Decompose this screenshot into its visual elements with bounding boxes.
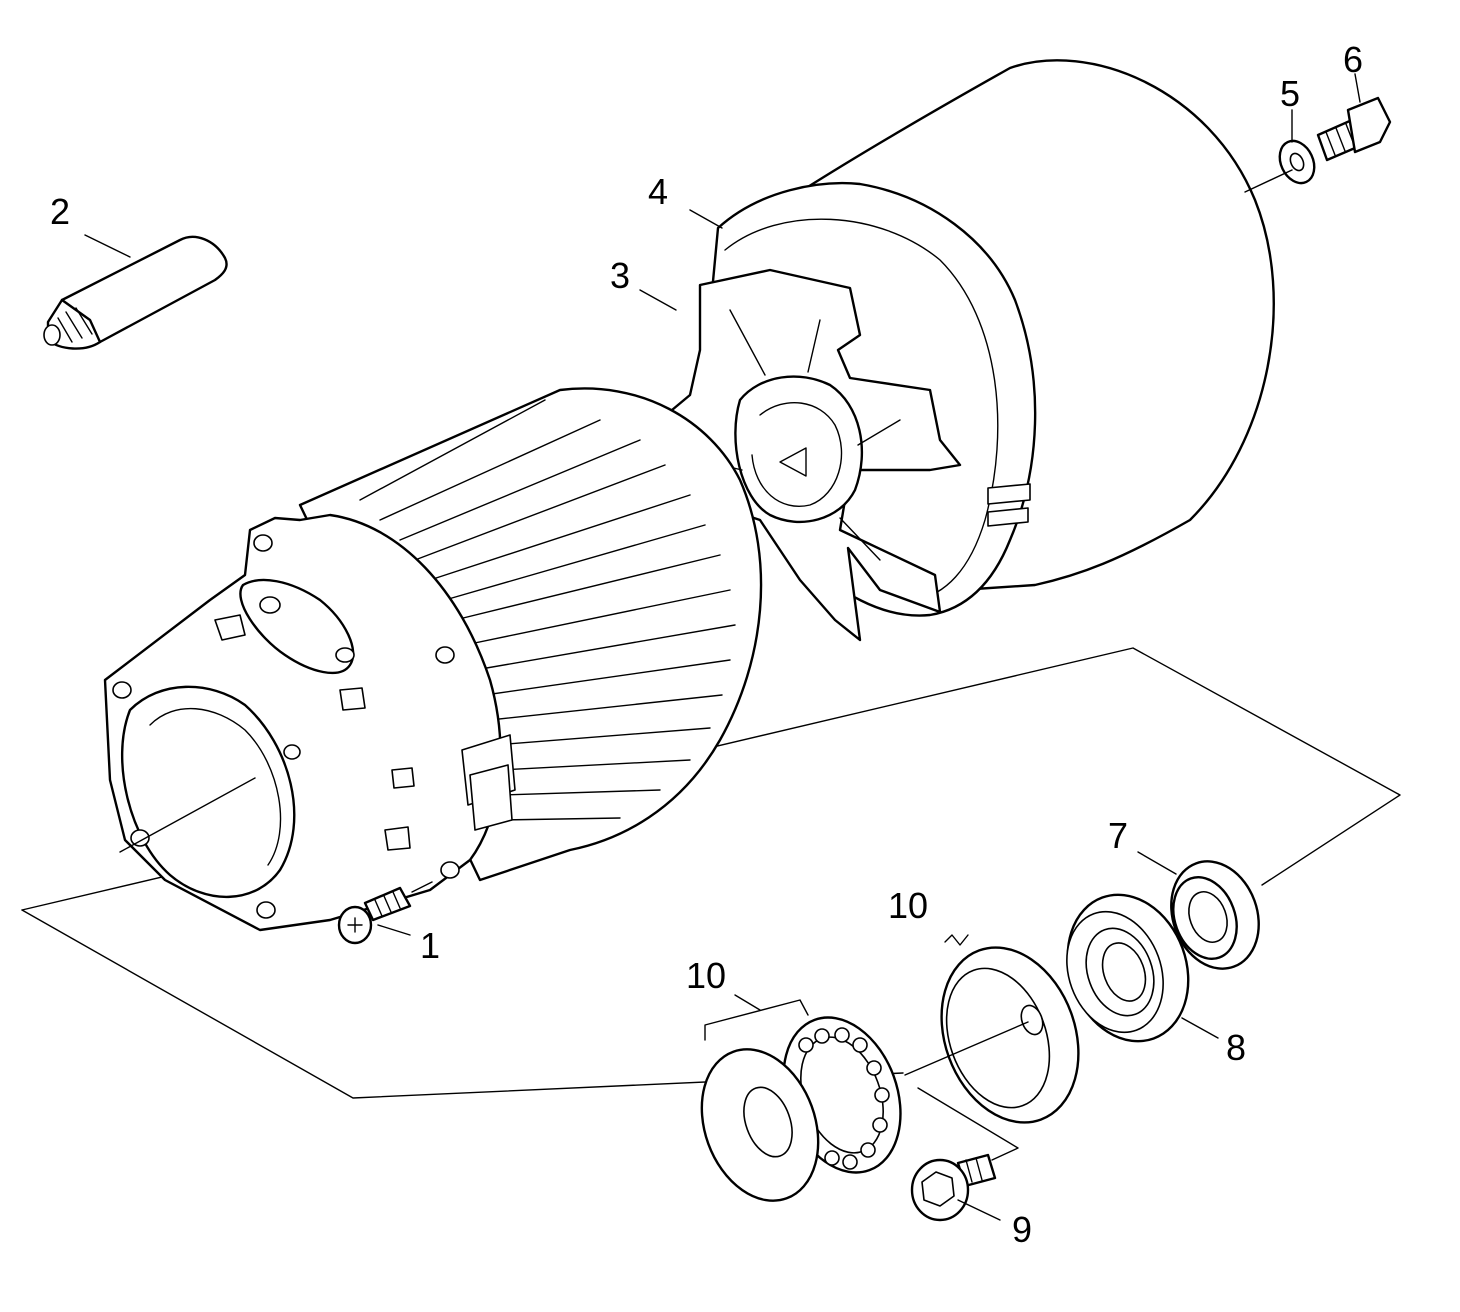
flange-bolt-icon [910, 1153, 1001, 1222]
screw-icon [337, 881, 433, 945]
washer-icon [1244, 139, 1316, 193]
callout-labels: 1 2 3 4 5 6 7 8 9 10 10 [50, 39, 1363, 1250]
thrust-bearing-icon [700, 1016, 902, 1202]
motor-housing-icon [103, 387, 763, 932]
callout-3: 3 [610, 255, 630, 296]
bearing-kit-outline [917, 1087, 1019, 1161]
callout-7: 7 [1108, 815, 1128, 856]
callout-6: 6 [1343, 39, 1363, 80]
shaft-seal-icon [1170, 860, 1260, 970]
callout-4: 4 [648, 171, 668, 212]
leader-lines [639, 73, 1361, 1041]
callout-10-upper: 10 [888, 885, 928, 926]
callout-10-lower: 10 [686, 955, 726, 996]
callout-8: 8 [1226, 1027, 1246, 1068]
fan-icon [658, 268, 962, 642]
callout-2: 2 [50, 191, 70, 232]
ball-bearing-icon [1066, 893, 1190, 1043]
callout-9: 9 [1012, 1209, 1032, 1250]
callout-5: 5 [1280, 73, 1300, 114]
grease-tube-icon [43, 234, 228, 350]
bolt-icon [1316, 96, 1392, 162]
callout-1: 1 [420, 925, 440, 966]
bearing-cup-icon [904, 946, 1080, 1124]
